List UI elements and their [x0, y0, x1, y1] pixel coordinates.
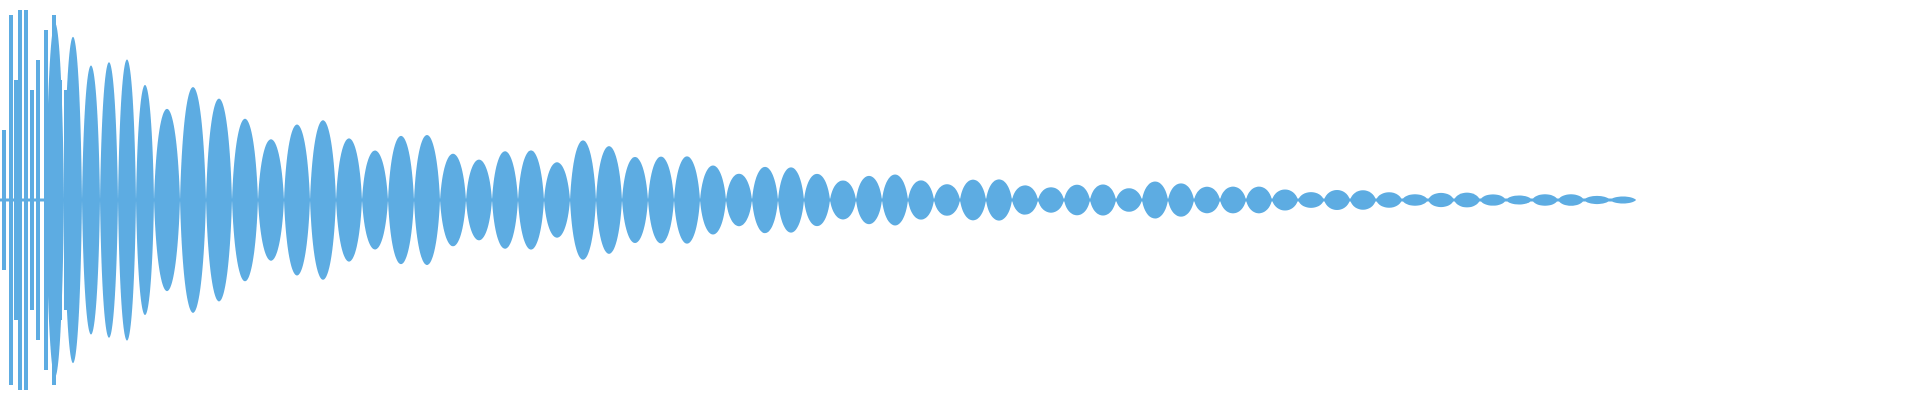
waveform-lobe	[64, 36, 82, 364]
waveform-lobe	[388, 135, 414, 265]
waveform-lobe	[258, 139, 284, 261]
waveform-lobe	[596, 146, 622, 254]
waveform-lobe	[118, 59, 136, 341]
waveform-lobe	[1246, 186, 1272, 214]
waveform-lobe	[1376, 192, 1402, 208]
waveform-spike	[36, 60, 40, 340]
waveform-lobe	[492, 151, 518, 249]
waveform-lobe	[856, 175, 882, 225]
waveform-spike	[9, 15, 13, 385]
waveform-lobe	[1506, 195, 1532, 205]
waveform-lobe	[726, 173, 752, 227]
waveform-lobe	[752, 166, 778, 234]
waveform-lobe	[1402, 194, 1428, 206]
waveform-lobe	[1454, 192, 1480, 208]
waveform-lobe	[180, 87, 206, 313]
waveform-lobe	[570, 140, 596, 260]
waveform-lobe	[1038, 187, 1064, 213]
waveform-lobe	[1272, 189, 1298, 211]
waveform-lobe	[284, 124, 310, 276]
waveform-lobe	[46, 23, 64, 377]
waveform-lobe	[986, 179, 1012, 221]
waveform-lobe	[136, 84, 154, 316]
waveform-lobe	[908, 180, 934, 220]
waveform-lobe	[882, 174, 908, 226]
waveform-lobe	[1558, 194, 1584, 206]
waveform-lobe	[1116, 188, 1142, 212]
waveform-lobe	[1142, 181, 1168, 219]
waveform-lobe	[1168, 183, 1194, 217]
waveform-lobe	[674, 156, 700, 244]
waveform-lobe	[778, 167, 804, 233]
waveform-lobe	[1584, 195, 1610, 205]
waveform-spike	[14, 80, 18, 320]
waveform-lobe	[1610, 196, 1636, 204]
waveform-lobe	[466, 159, 492, 241]
waveform-lobe	[1064, 184, 1090, 216]
waveform-lobe	[1090, 184, 1116, 216]
waveform-lobe	[100, 62, 118, 338]
waveform-lobe	[830, 180, 856, 220]
waveform-lobe	[232, 118, 258, 282]
waveform-spike	[2, 130, 6, 270]
waveform-lobe	[1532, 194, 1558, 206]
waveform-lobe	[206, 98, 232, 302]
waveform-lobe	[518, 150, 544, 250]
waveform-lobe	[1480, 194, 1506, 206]
waveform-lobe	[1220, 186, 1246, 214]
waveform-spike	[30, 90, 34, 310]
waveform-lobe	[82, 65, 100, 335]
waveform-lobe	[960, 179, 986, 221]
waveform-lobe	[1350, 190, 1376, 210]
waveform-lobe	[1428, 192, 1454, 208]
waveform-lobe	[622, 156, 648, 244]
waveform-lobe	[310, 120, 336, 280]
waveform-lobe	[934, 184, 960, 216]
waveform-lobe	[804, 173, 830, 227]
waveform-lobe	[414, 135, 440, 265]
waveform-lobe	[700, 165, 726, 235]
waveform-lobe	[336, 138, 362, 262]
waveform-lobe	[648, 156, 674, 244]
waveform-lobe	[154, 108, 180, 292]
waveform-lobe	[544, 162, 570, 238]
waveform-lobe	[362, 150, 388, 250]
waveform-lobe	[440, 153, 466, 247]
waveform-spike	[24, 10, 28, 390]
waveform-lobe	[1324, 190, 1350, 210]
waveform-lobe	[1012, 185, 1038, 215]
waveform-lobe	[1194, 186, 1220, 214]
waveform-lobe	[1298, 192, 1324, 208]
waveform-spike	[18, 10, 22, 390]
